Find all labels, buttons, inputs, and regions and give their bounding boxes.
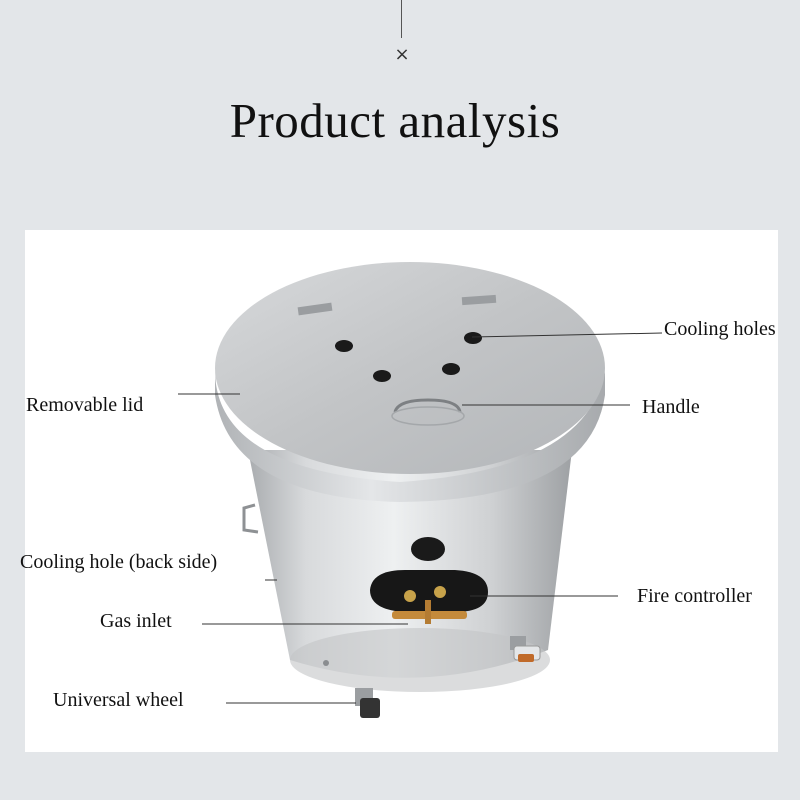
stove-body [248,450,572,678]
cooling-hole [335,340,353,352]
back-cooling-hole [411,537,445,561]
label-cooling-holes: Cooling holes [664,318,776,340]
lid-top [215,262,605,474]
label-fire-controller: Fire controller [637,585,752,607]
lid-rim [215,370,605,502]
label-cooling-hole-back: Cooling hole (back side) [20,551,218,573]
wheel-right [510,636,541,662]
label-removable-lid: Removable lid [26,394,144,416]
hinge-left [297,302,333,316]
side-handle-left [242,503,259,534]
leader-cooling-holes [471,332,663,338]
cooling-hole [373,370,391,382]
close-icon[interactable]: × [394,44,410,65]
cooling-hole [464,332,482,344]
cooling-hole [442,363,460,375]
page-title: Product analysis [229,93,561,148]
label-gas-inlet: Gas inlet [100,610,172,632]
lid-handle [393,398,462,413]
top-divider-line [401,0,402,38]
wheel-left [355,688,380,718]
hinge-right [461,294,497,306]
label-handle: Handle [642,396,700,418]
label-universal-wheel: Universal wheel [53,689,184,711]
fire-controller-opening [370,570,488,612]
